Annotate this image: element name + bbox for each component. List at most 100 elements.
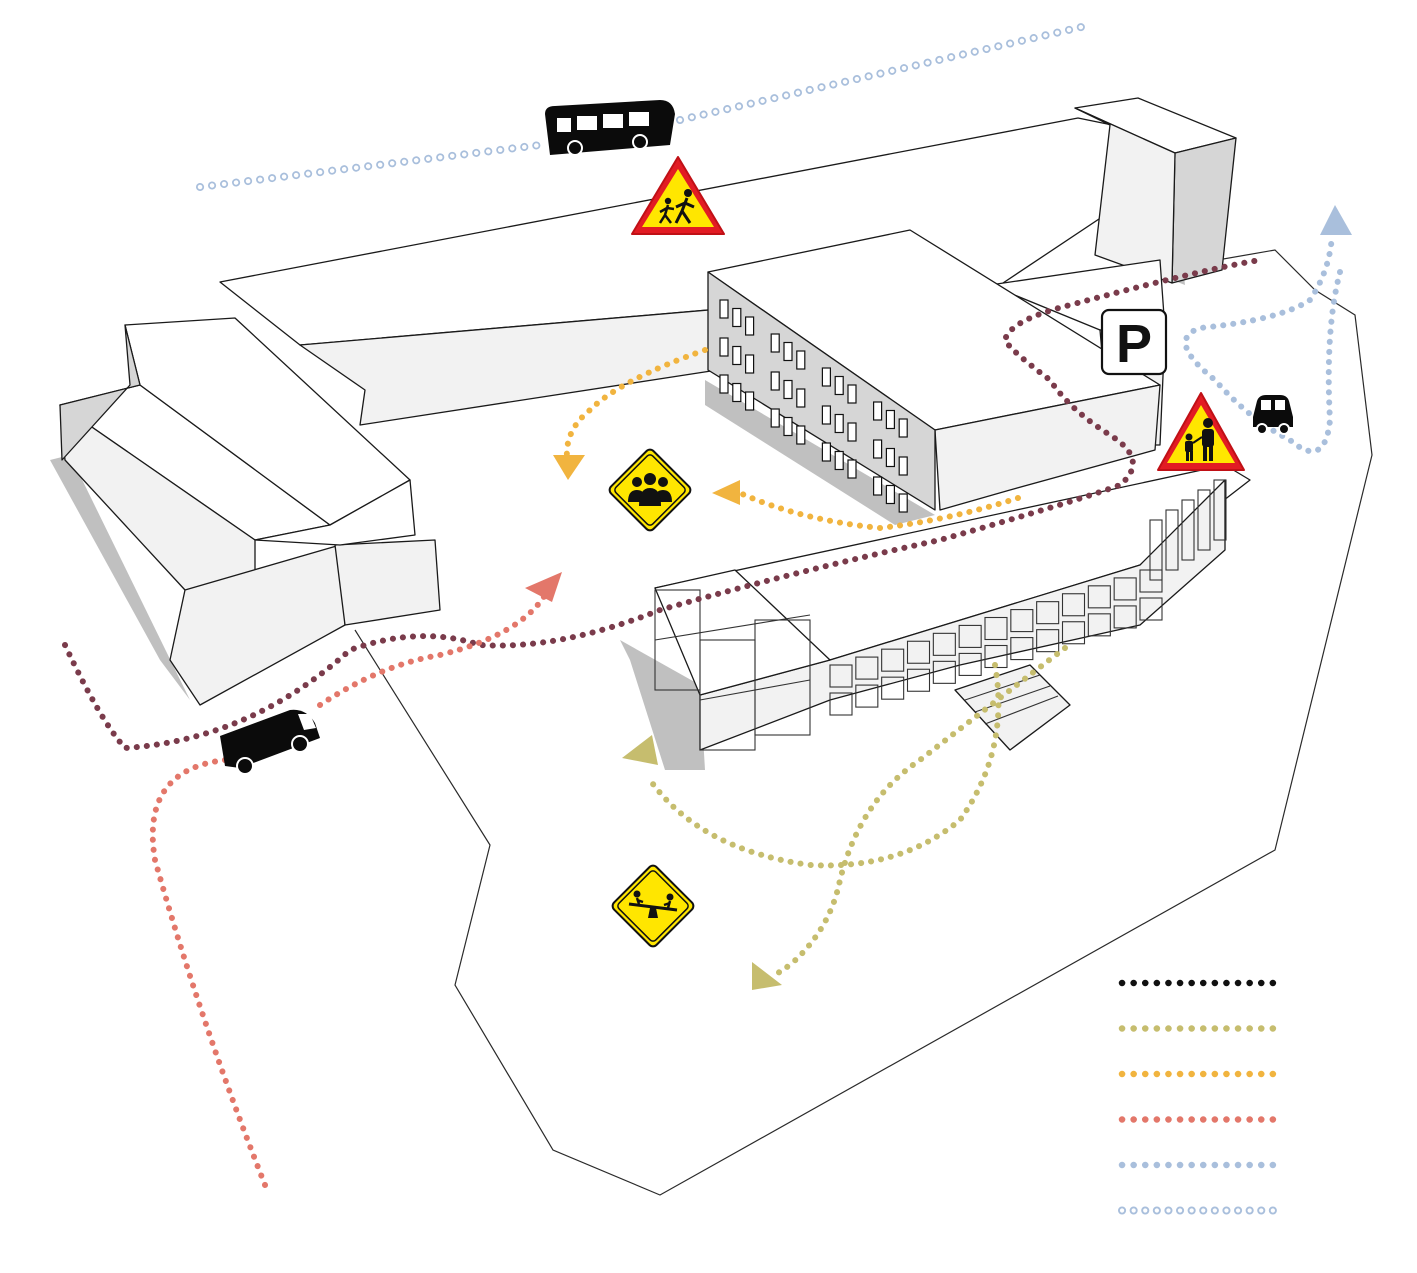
facade-panel [984,616,1008,641]
parking-sign-letter: P [1116,314,1152,374]
people-gathering-sign-icon [608,448,692,532]
school-window [821,405,832,425]
facade-panel [1113,605,1137,629]
left-block-edge [59,324,141,461]
adult-with-child-sign-icon [1157,392,1245,471]
left-block-roof-3 [254,479,416,546]
left-block-face-3 [334,539,441,626]
facade-panel [958,652,982,676]
facade-panel [1139,569,1163,593]
entrance-steps [954,664,1071,751]
facade-panel [906,668,931,692]
new-glazed-building [620,464,1251,770]
children-crossing-sign-icon [631,156,725,235]
van-route [149,592,548,1188]
facade-panel [1036,629,1060,653]
school-window [885,484,896,505]
school-east-face [934,384,1161,511]
school-window [732,307,742,328]
left-block-face-2 [169,544,346,706]
school-window [898,493,908,513]
school-window [732,345,742,366]
facade-panel [1197,489,1211,551]
circulation-paths [62,21,1352,1188]
gathering-route-a [563,347,708,461]
school-window [719,299,729,319]
gathering-route-b [737,490,1021,532]
open-frame-structure [654,589,811,751]
facade-panel [1087,613,1111,637]
bus-route [197,22,1093,190]
delivery-route [62,257,1263,752]
school-window [783,379,793,400]
facade-panel [1213,479,1227,541]
facade-panel [881,676,905,700]
car-icon [1253,395,1293,435]
school-window [821,367,832,387]
facade-panel [1139,597,1163,621]
new-building-facade [699,479,1226,751]
facade-panel [855,656,879,680]
car-route-arrow [1320,205,1352,235]
school-window [783,341,793,362]
facade-panel [1061,593,1086,617]
school-window [796,388,806,408]
school-window [872,476,883,496]
playground-route-b-arrow [622,735,658,765]
school-window [732,382,742,403]
facade-panel [829,664,853,688]
facade-panel [881,648,905,672]
facade-panel [1181,499,1195,561]
gathering-route-b-arrow [712,480,740,505]
school-window [834,413,844,434]
school-window [847,459,857,479]
seesaw-playground-sign-icon [611,864,695,948]
left-buildings [50,317,441,706]
facade-panel [932,632,956,656]
school-window [744,316,755,336]
playground-route-b [647,662,1002,869]
school-window [770,333,780,353]
school-window [834,450,844,471]
playground-route-a [772,645,1068,978]
playground-route-a-arrow [752,962,782,990]
gathering-route-a-arrow [553,455,585,480]
school-window [821,442,832,462]
school-window [885,447,896,468]
school-window [872,439,883,459]
school-window [770,408,780,428]
facade-panel [1113,577,1137,601]
legend [1118,979,1286,1215]
school-window [847,422,857,442]
facade-panel [958,624,982,648]
school-window [719,374,729,394]
parking-sign-icon: P [1100,308,1168,376]
school-window [898,456,908,476]
corner-tower-side [1171,137,1237,284]
school-window [885,409,896,430]
facade-panel [1087,585,1111,609]
facade-panel [1061,621,1086,645]
facade-panel [1010,637,1034,661]
school-window [847,384,857,404]
school-window [898,418,908,438]
school-windows [719,299,908,513]
school-window [744,391,755,411]
facade-panel [1149,519,1163,581]
facade-panel [829,692,853,716]
facade-panel [932,660,956,684]
facade-panel [906,640,931,664]
school-window [744,354,755,374]
bus-icon [545,100,675,156]
van-icon [220,709,320,775]
facade-panel [855,684,879,708]
facade-panels [829,479,1227,716]
school-window [796,425,806,445]
school-window [872,401,883,421]
facade-panel [1036,601,1060,625]
facade-panel [1010,609,1034,633]
school-window [834,375,844,396]
school-window [796,350,806,370]
site-boundary [354,249,1373,1196]
